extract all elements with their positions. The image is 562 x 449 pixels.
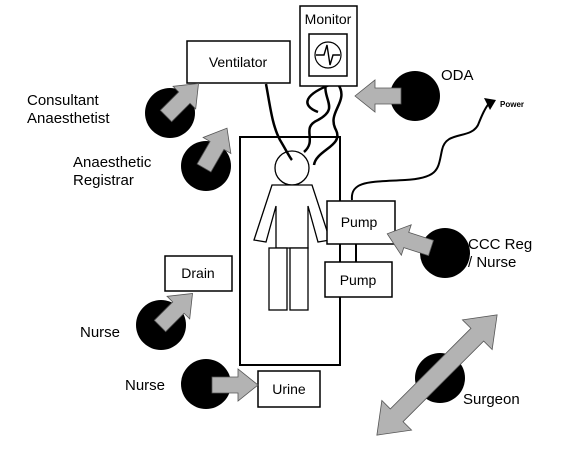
registrar-label-line2: Registrar <box>73 172 134 189</box>
patient-right-leg <box>290 248 308 310</box>
drain-unit: Drain <box>165 256 232 291</box>
nurse-drain-label: Nurse <box>80 324 120 341</box>
drain-label: Drain <box>181 265 214 281</box>
monitor-unit: Monitor <box>300 6 357 86</box>
ccc-label-line1: CCC Reg <box>468 236 532 253</box>
registrar-label-line1: Anaesthetic <box>73 154 152 171</box>
pump-upper-unit: Pump <box>327 201 395 244</box>
pump-lower-label: Pump <box>340 272 377 288</box>
ventilator-unit: Ventilator <box>187 41 290 83</box>
nurse-urine-label: Nurse <box>125 377 165 394</box>
consultant-label-line1: Consultant <box>27 92 100 109</box>
patient-head <box>275 151 309 185</box>
patient-left-leg <box>269 248 287 310</box>
surgeon-label: Surgeon <box>463 391 520 408</box>
monitor-label: Monitor <box>305 11 352 27</box>
oda-label: ODA <box>441 67 474 84</box>
urine-unit: Urine <box>258 371 320 407</box>
pump-lower-unit: Pump <box>325 262 392 297</box>
ccc-label-line2: / Nurse <box>468 254 516 271</box>
urine-label: Urine <box>272 381 306 397</box>
ventilator-label: Ventilator <box>209 54 268 70</box>
power-label: Power <box>500 100 524 109</box>
pump-upper-label: Pump <box>341 214 378 230</box>
surgeon-double-arrow <box>362 300 512 449</box>
consultant-label-line2: Anaesthetist <box>27 110 110 127</box>
